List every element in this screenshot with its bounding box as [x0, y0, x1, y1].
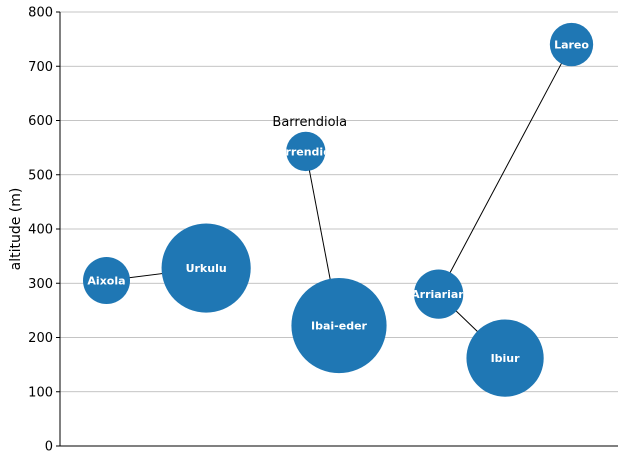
y-tick-label-100: 100	[28, 385, 53, 400]
y-axis-ticks: 0 100 200 300 400 500 600 700 800	[28, 6, 60, 455]
y-tick-label-400: 400	[28, 223, 53, 238]
annotation-barrendiola: Barrendiola	[272, 115, 347, 130]
connector-arriarian-lareo	[438, 44, 572, 295]
bubble-label-ibiur: Ibiur	[491, 352, 521, 365]
y-tick-label-300: 300	[28, 277, 53, 292]
bubble-label-ibai-eder: Ibai-eder	[311, 320, 368, 333]
bubble-label-barrendiola: Barrendiola	[270, 145, 342, 158]
bubble-label-lareo: Lareo	[554, 39, 589, 52]
y-axis-label: altitude (m)	[8, 188, 24, 271]
y-tick-label-600: 600	[28, 114, 53, 129]
bubble-barrendiola	[286, 131, 326, 172]
y-tick-label-800: 800	[28, 6, 53, 21]
bubble-aixola	[83, 257, 130, 305]
bubble-ibai-eder	[291, 277, 387, 374]
y-tick-label-200: 200	[28, 331, 53, 346]
annotations: Barrendiola	[272, 115, 347, 130]
bubble-urkulu	[161, 223, 251, 313]
y-tick-label-500: 500	[28, 168, 53, 183]
y-tick-label-700: 700	[28, 60, 53, 75]
bubble-label-aixola: Aixola	[87, 275, 125, 288]
bubble-label-urkulu: Urkulu	[186, 262, 227, 275]
y-tick-label-0: 0	[45, 440, 53, 455]
bubble-lareo	[549, 22, 594, 67]
bubble-arriarian	[413, 269, 464, 319]
bubble-ibiur	[466, 319, 544, 397]
bubble-label-arriarian: Arriarian	[411, 288, 466, 301]
